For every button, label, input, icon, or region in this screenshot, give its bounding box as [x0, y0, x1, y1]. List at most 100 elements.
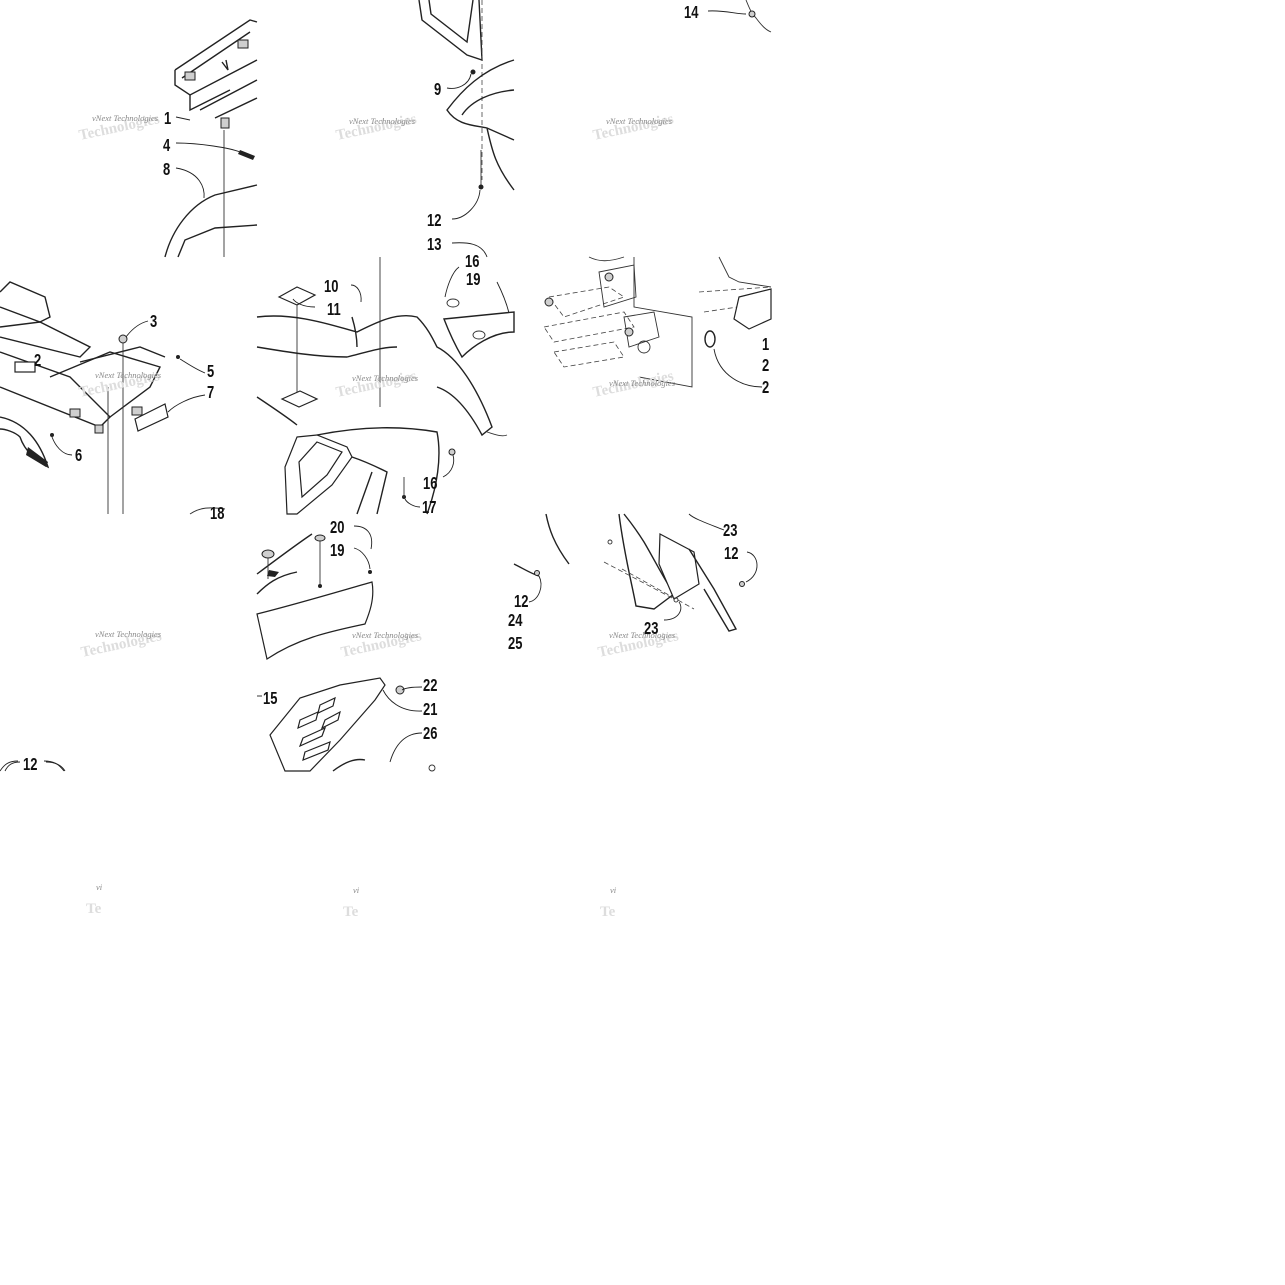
svg-text:10: 10: [324, 277, 339, 297]
svg-text:Te: Te: [600, 904, 616, 920]
diagram-tile-r3c3: Technologies vNext Technologies 23 12 23…: [508, 513, 771, 771]
svg-text:vNext Technologies: vNext Technologies: [349, 116, 416, 126]
storage-box-drawing: [418, 0, 515, 191]
svg-text:7: 7: [207, 383, 214, 403]
callout-3: 3: [125, 312, 157, 338]
svg-text:vNext Technologies: vNext Technologies: [609, 378, 676, 388]
svg-text:2: 2: [762, 356, 769, 376]
callout-16-clipped: 16: [444, 252, 480, 298]
mud-flap-drawing: [443, 298, 515, 359]
diagram-tile-r2c1: Technologies vNext Technologies 3 2 5 7 …: [0, 257, 257, 524]
svg-text:Te: Te: [343, 904, 359, 920]
callout-25-clipped: 25: [508, 634, 523, 654]
svg-text:25: 25: [508, 634, 523, 654]
diagram-tile-r4c3: vi Te: [514, 771, 771, 1028]
svg-text:vNext Technologies: vNext Technologies: [609, 630, 676, 640]
svg-text:18: 18: [210, 504, 225, 524]
svg-text:16: 16: [423, 474, 438, 494]
callout-5: 5: [179, 358, 214, 382]
callout-17: 17: [404, 498, 437, 518]
watermark-text: vNext Technologies: [92, 113, 159, 123]
svg-text:6: 6: [75, 446, 82, 466]
watermark-fragment: vi Te: [343, 885, 360, 920]
svg-text:vNext Technologies: vNext Technologies: [606, 116, 673, 126]
svg-text:11: 11: [327, 300, 341, 320]
svg-text:14: 14: [684, 3, 699, 23]
callout-11: 11: [292, 298, 341, 320]
svg-text:12: 12: [724, 544, 739, 564]
watermark-fragment: vi Te: [86, 882, 103, 917]
rear-fender-drawing: [256, 257, 508, 515]
callout-12: 12: [427, 189, 481, 231]
svg-text:vNext Technologies: vNext Technologies: [352, 373, 419, 383]
svg-text:2: 2: [762, 378, 769, 398]
footwell-drawing: [513, 513, 745, 632]
svg-text:16: 16: [465, 252, 480, 272]
callout-12-row4: 12: [4, 755, 66, 775]
callout-2b-clipped: 2: [713, 348, 769, 398]
svg-text:15: 15: [263, 689, 278, 709]
svg-text:9: 9: [434, 80, 441, 100]
callout-1: 1: [164, 109, 191, 129]
callout-8: 8: [163, 160, 205, 199]
bracket-drawing: [745, 0, 772, 33]
callout-12: 12: [724, 544, 758, 583]
diagram-tile-r2c3: Technologies vNext Technologies 1 2 2: [514, 256, 772, 514]
callout-24-clipped: 24: [508, 611, 523, 631]
callout-26: 26: [389, 724, 438, 763]
callout-14: 14: [684, 3, 747, 23]
callout-9: 9: [434, 73, 472, 100]
callout-10: 10: [324, 277, 362, 303]
svg-text:vNext Technologies: vNext Technologies: [95, 370, 162, 380]
callout-2-clipped: 2: [762, 356, 769, 376]
callout-6: 6: [51, 436, 82, 466]
callout-7: 7: [167, 383, 214, 413]
frame-mount-drawing: [543, 256, 772, 388]
svg-text:1: 1: [164, 109, 171, 129]
callout-12-clipped: 12: [514, 575, 542, 612]
callout-21: 21: [382, 689, 438, 720]
svg-text:vi: vi: [353, 885, 360, 895]
callout-2: 2: [34, 351, 41, 371]
svg-text:Te: Te: [86, 901, 102, 917]
svg-text:vi: vi: [96, 882, 103, 892]
svg-text:13: 13: [427, 235, 442, 255]
svg-text:20: 20: [330, 518, 345, 538]
svg-text:3: 3: [150, 312, 157, 332]
callout-22: 22: [401, 676, 438, 696]
svg-text:2: 2: [34, 351, 41, 371]
svg-text:vNext Technologies: vNext Technologies: [95, 629, 162, 639]
svg-text:vNext Technologies: vNext Technologies: [352, 630, 419, 640]
svg-text:23: 23: [644, 619, 659, 639]
svg-text:17: 17: [422, 498, 437, 518]
diagram-tile-r1c1: Technologies vNext Technologies 1 4 8: [0, 0, 258, 258]
side-panel-drawing: [256, 533, 374, 660]
svg-text:12: 12: [427, 211, 442, 231]
diagram-tile-r1c2: Technologies vNext Technologies 9 12 13: [257, 0, 515, 258]
rack-assembly-drawing: [0, 281, 226, 515]
svg-text:23: 23: [723, 521, 738, 541]
svg-text:19: 19: [466, 270, 481, 290]
svg-text:19: 19: [330, 541, 345, 561]
svg-text:vi: vi: [610, 885, 617, 895]
callout-23: 23: [644, 601, 682, 639]
callout-23-top: 23: [688, 513, 738, 541]
diagram-tile-r4c2: vi Te: [257, 771, 514, 1028]
diagram-tile-r3c1: Technologies vNext Technologies: [0, 514, 257, 771]
grille-panel-drawing: [269, 677, 436, 772]
svg-text:12: 12: [23, 755, 38, 775]
diagram-tile-r2c2: Technologies vNext Technologies 10 11 16…: [256, 252, 515, 518]
svg-text:4: 4: [163, 136, 170, 156]
diagram-tile-r1c3: Technologies vNext Technologies 14: [514, 0, 772, 257]
svg-text:12: 12: [514, 592, 529, 612]
svg-text:8: 8: [163, 160, 170, 180]
callout-1-clipped: 1: [762, 335, 769, 355]
svg-text:26: 26: [423, 724, 438, 744]
diagram-tile-r3c2: Technologies vNext Technologies 20 19: [256, 514, 514, 771]
callout-4: 4: [163, 136, 241, 156]
callout-20: 20: [330, 518, 373, 550]
svg-text:1: 1: [762, 335, 769, 355]
callout-18-clipped: 18: [210, 504, 225, 524]
